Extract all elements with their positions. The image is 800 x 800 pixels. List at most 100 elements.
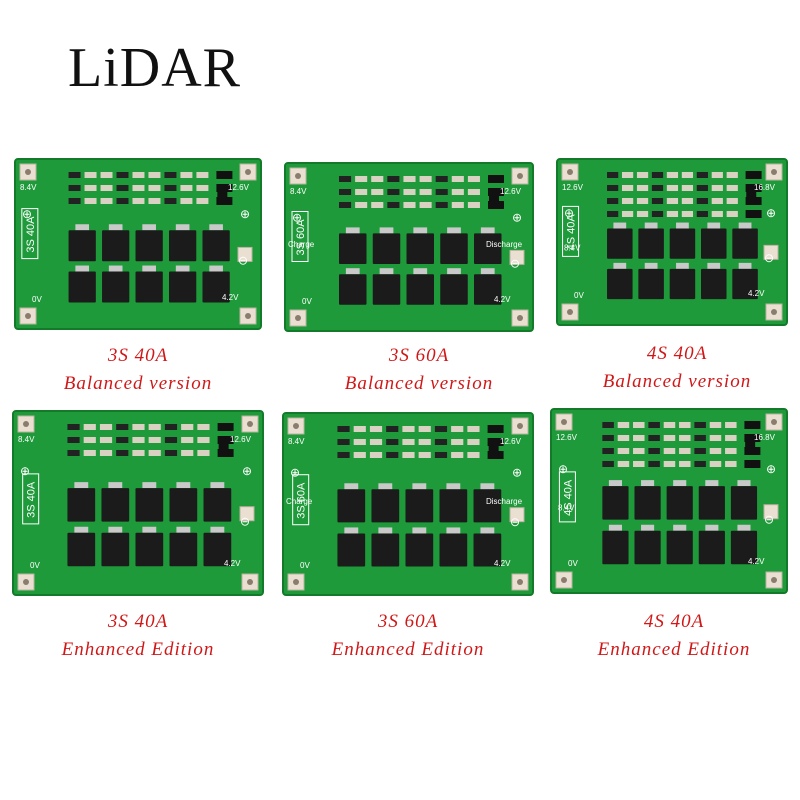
mosfet-tab xyxy=(613,262,627,269)
smd-component xyxy=(355,176,368,182)
smd-component xyxy=(369,426,383,432)
voltage-label-right: 16.8V xyxy=(754,183,776,192)
smd-component xyxy=(132,172,145,178)
voltage-label-bottom-left: 0V xyxy=(574,291,584,300)
smd-component xyxy=(164,172,177,178)
smd-component xyxy=(435,202,448,208)
smd-component xyxy=(337,439,350,445)
smd-component xyxy=(148,185,161,191)
minus-terminal-icon: ⊖ xyxy=(240,514,250,528)
voltage-label-right: 12.6V xyxy=(228,183,250,192)
smd-component xyxy=(197,437,210,443)
smd-component xyxy=(387,176,400,182)
mosfet xyxy=(666,486,693,520)
smd-component xyxy=(633,461,645,467)
mosfet xyxy=(405,489,434,523)
smd-component xyxy=(679,422,691,428)
mosfet xyxy=(634,530,661,565)
mosfet-tab xyxy=(209,265,223,272)
voltage-label-bottom-left: 0V xyxy=(32,295,42,304)
smd-component xyxy=(648,448,660,454)
mosfet xyxy=(67,532,96,567)
mounting-hole xyxy=(245,169,251,175)
discharge-label: Discharge xyxy=(486,240,523,249)
smd-component xyxy=(696,172,708,178)
mosfet-tab xyxy=(673,524,687,531)
mosfet-tab xyxy=(447,268,461,275)
smd-component xyxy=(602,422,614,428)
voltage-label-bottom-right: 4.2V xyxy=(494,559,511,568)
mosfet-tab xyxy=(641,524,655,531)
mosfet-tab xyxy=(210,482,225,489)
smd-resistor xyxy=(745,171,762,179)
smd-component xyxy=(617,461,630,467)
smd-component xyxy=(617,448,630,454)
mosfet-tab xyxy=(705,480,719,487)
caption-4s40a-enhanced: 4S 40A Enhanced Edition xyxy=(556,608,792,664)
smd-component xyxy=(666,172,679,178)
smd-component xyxy=(148,450,161,456)
smd-component xyxy=(418,439,431,445)
minus-terminal-icon: ⊖ xyxy=(764,512,774,526)
mosfet xyxy=(474,274,502,305)
caption-edition: Balanced version xyxy=(602,371,752,392)
smd-component xyxy=(197,424,210,430)
mounting-hole xyxy=(295,173,301,179)
smd-resistor xyxy=(744,421,761,429)
mosfet-tab xyxy=(344,527,359,534)
smd-component xyxy=(196,198,209,204)
mosfet xyxy=(68,230,96,262)
mosfet-tab xyxy=(644,262,658,269)
smd-component xyxy=(68,198,81,204)
smd-component xyxy=(402,439,415,445)
mounting-hole xyxy=(245,313,251,319)
silk-badge: 3S 40A xyxy=(26,481,38,518)
mosfet xyxy=(698,530,725,565)
smd-component xyxy=(148,172,161,178)
plus-terminal-icon: ⊕ xyxy=(292,211,302,225)
mosfet xyxy=(607,268,633,300)
smd-component xyxy=(148,437,161,443)
smd-component xyxy=(696,198,708,204)
smd-resistor xyxy=(217,423,234,431)
smd-component xyxy=(164,450,178,456)
mosfet-tab xyxy=(480,227,495,234)
mosfet xyxy=(669,268,696,300)
smd-resistor xyxy=(487,425,504,433)
mosfet-tab xyxy=(74,526,89,533)
smd-component xyxy=(180,185,193,191)
mosfet xyxy=(102,230,130,262)
caption-edition: Balanced version xyxy=(344,373,494,394)
smd-component xyxy=(725,461,737,467)
mosfet-tab xyxy=(707,262,721,269)
smd-component xyxy=(337,426,350,432)
mosfet xyxy=(68,271,96,303)
smd-component xyxy=(726,172,738,178)
plus-terminal-icon: ⊕ xyxy=(20,464,30,478)
mosfet-tab xyxy=(345,268,360,275)
smd-component xyxy=(67,424,80,430)
smd-component xyxy=(369,439,383,445)
mosfet-tab xyxy=(176,482,191,489)
smd-component xyxy=(679,448,691,454)
silk-badge: 3S 40A xyxy=(25,216,37,253)
mosfet xyxy=(372,233,401,264)
mosfet xyxy=(439,489,468,523)
charge-label: Charge xyxy=(288,240,315,249)
mounting-hole xyxy=(567,169,573,175)
smd-component xyxy=(451,439,464,445)
mosfet xyxy=(202,230,230,262)
smd-component xyxy=(663,422,676,428)
mosfet-tab xyxy=(480,527,495,534)
smd-component xyxy=(607,211,619,217)
smd-component xyxy=(663,448,676,454)
smd-component xyxy=(68,185,81,191)
smd-component xyxy=(181,450,194,456)
mosfet xyxy=(730,486,758,520)
smd-component xyxy=(663,435,676,441)
mosfet xyxy=(669,228,696,259)
smd-component xyxy=(467,202,480,208)
silk-badge-frame xyxy=(562,205,580,257)
